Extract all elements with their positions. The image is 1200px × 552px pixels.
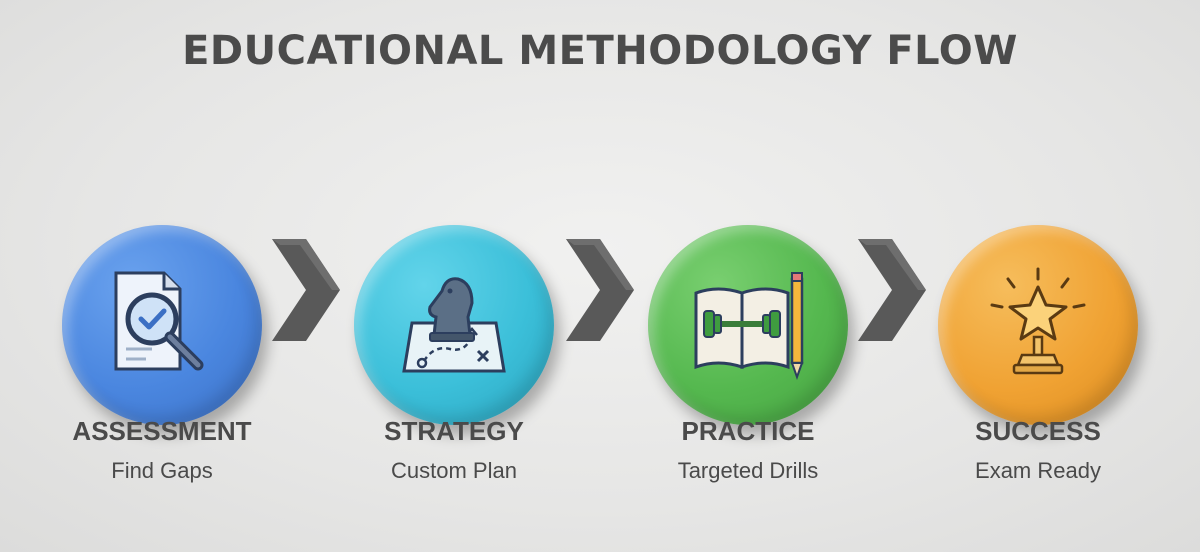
step-label: ASSESSMENT [72,416,252,446]
diagram-title: EDUCATIONAL METHODOLOGY FLOW [182,28,1018,74]
chess-knight-plan-icon [402,277,506,373]
practice-circle [648,225,848,425]
assessment-circle [62,225,262,425]
arrow-right-icon [858,239,926,341]
step-label: PRACTICE [681,416,815,446]
strategy-circle [354,225,554,425]
step-subtitle: Find Gaps [111,458,213,483]
star-trophy-icon [990,267,1086,375]
book-dumbbell-pencil-icon [694,272,804,380]
step-subtitle: Targeted Drills [677,458,819,483]
magnifier-document-icon [114,271,204,371]
success-circle [938,225,1138,425]
step-label: SUCCESS [975,416,1101,446]
arrow-right-icon [566,239,634,341]
step-label: STRATEGY [384,416,524,446]
step-subtitle: Exam Ready [975,458,1101,483]
arrow-right-icon [272,239,340,341]
step-subtitle: Custom Plan [391,458,517,483]
